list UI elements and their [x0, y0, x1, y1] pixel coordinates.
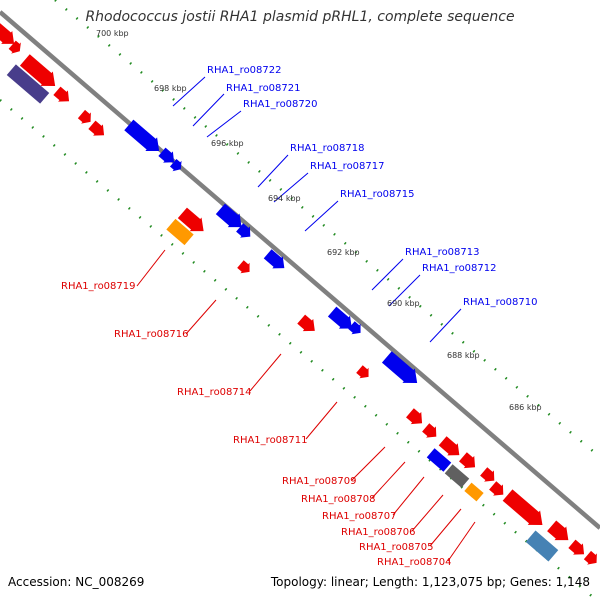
callout-line — [305, 401, 338, 440]
gene-label[interactable]: RHA1_ro08720 — [243, 99, 318, 110]
gene-feature[interactable] — [19, 53, 62, 93]
gene-feature[interactable] — [77, 108, 96, 127]
backbone-line — [0, 10, 600, 530]
gene-feature[interactable] — [444, 464, 470, 488]
gene-feature[interactable] — [546, 519, 574, 547]
gene-label[interactable]: RHA1_ro08716 — [114, 329, 189, 340]
callout-line — [351, 446, 386, 481]
callout-line — [257, 154, 289, 188]
tick-label: 696 kbp — [211, 139, 244, 148]
gene-label[interactable]: RHA1_ro08722 — [207, 65, 282, 76]
gene-label[interactable]: RHA1_ro08710 — [463, 297, 538, 308]
callout-line — [185, 299, 217, 335]
callout-line — [371, 461, 406, 499]
gene-feature[interactable] — [0, 22, 20, 51]
tick-label: 700 kbp — [96, 29, 129, 38]
tick-label: 694 kbp — [268, 194, 301, 203]
callout-line — [392, 476, 425, 516]
gene-label[interactable]: RHA1_ro08705 — [359, 542, 434, 553]
gene-label[interactable]: RHA1_ro08719 — [61, 281, 136, 292]
gene-feature[interactable] — [405, 407, 428, 430]
tick-track-inner — [0, 99, 599, 600]
gene-label[interactable]: RHA1_ro08717 — [310, 161, 385, 172]
gene-feature[interactable] — [488, 480, 508, 501]
gene-feature[interactable] — [501, 488, 548, 532]
accession-text: Accession: NC_008269 — [8, 575, 145, 589]
gene-feature[interactable] — [583, 549, 600, 568]
gene-feature[interactable] — [87, 119, 109, 141]
callout-line — [411, 494, 444, 532]
callout-line — [304, 200, 339, 232]
gene-feature[interactable] — [567, 538, 589, 560]
gene-feature[interactable] — [296, 313, 320, 337]
gene-feature[interactable] — [123, 118, 165, 158]
gene-label[interactable]: RHA1_ro08721 — [226, 83, 301, 94]
gene-feature[interactable] — [169, 157, 186, 174]
tick-label: 688 kbp — [447, 351, 480, 360]
gene-feature[interactable] — [236, 259, 254, 277]
gene-feature[interactable] — [464, 482, 484, 502]
gene-feature[interactable] — [421, 422, 441, 443]
gene-feature[interactable] — [426, 448, 452, 472]
gene-feature[interactable] — [6, 64, 50, 104]
map-title: Rhodococcus jostii RHA1 plasmid pRHL1, c… — [85, 9, 515, 25]
tick-label: 692 kbp — [327, 248, 360, 257]
gene-label[interactable]: RHA1_ro08718 — [290, 143, 365, 154]
gene-feature[interactable] — [166, 218, 194, 246]
gene-label[interactable]: RHA1_ro08713 — [405, 247, 480, 258]
gene-label[interactable]: RHA1_ro08709 — [282, 476, 357, 487]
gene-feature[interactable] — [215, 202, 248, 234]
topology-info: Topology: linear; Length: 1,123,075 bp; … — [270, 575, 590, 589]
gene-feature[interactable] — [458, 451, 481, 474]
gene-feature[interactable] — [381, 350, 424, 390]
gene-feature[interactable] — [235, 222, 255, 243]
gene-label[interactable]: RHA1_ro08712 — [422, 263, 497, 274]
callout-line — [136, 249, 166, 287]
tick-label: 698 kbp — [154, 84, 187, 93]
callout-line — [206, 110, 242, 138]
gene-feature[interactable] — [52, 85, 74, 107]
callout-line — [249, 353, 282, 392]
callout-line — [429, 308, 462, 343]
callout-line — [388, 274, 421, 307]
callout-line — [192, 93, 225, 127]
gene-feature[interactable] — [355, 364, 373, 382]
callout-line — [371, 258, 404, 291]
gene-features — [0, 22, 600, 568]
gene-feature[interactable] — [157, 146, 179, 168]
gene-feature[interactable] — [347, 320, 365, 338]
gene-label[interactable]: RHA1_ro08714 — [177, 387, 252, 398]
gene-label[interactable]: RHA1_ro08711 — [233, 435, 308, 446]
callout-line — [429, 508, 462, 547]
gene-label[interactable]: RHA1_ro08708 — [301, 494, 376, 505]
gene-feature[interactable] — [7, 39, 24, 57]
tick-label: 690 kbp — [387, 299, 420, 308]
gene-feature[interactable] — [437, 435, 464, 461]
gene-feature[interactable] — [177, 206, 210, 238]
gene-label[interactable]: RHA1_ro08707 — [322, 511, 397, 522]
callout-line — [172, 76, 206, 107]
tick-track-outer — [54, 0, 600, 458]
gene-label[interactable]: RHA1_ro08704 — [377, 557, 452, 568]
gene-feature[interactable] — [262, 248, 289, 274]
callout-line — [447, 521, 476, 562]
gene-feature[interactable] — [525, 530, 559, 562]
label-callouts — [136, 76, 476, 562]
gene-feature[interactable] — [479, 466, 499, 487]
tick-label: 686 kbp — [509, 403, 542, 412]
gene-label[interactable]: RHA1_ro08706 — [341, 527, 416, 538]
callout-line — [273, 172, 309, 203]
gene-label[interactable]: RHA1_ro08715 — [340, 189, 415, 200]
gene-feature[interactable] — [327, 305, 358, 335]
